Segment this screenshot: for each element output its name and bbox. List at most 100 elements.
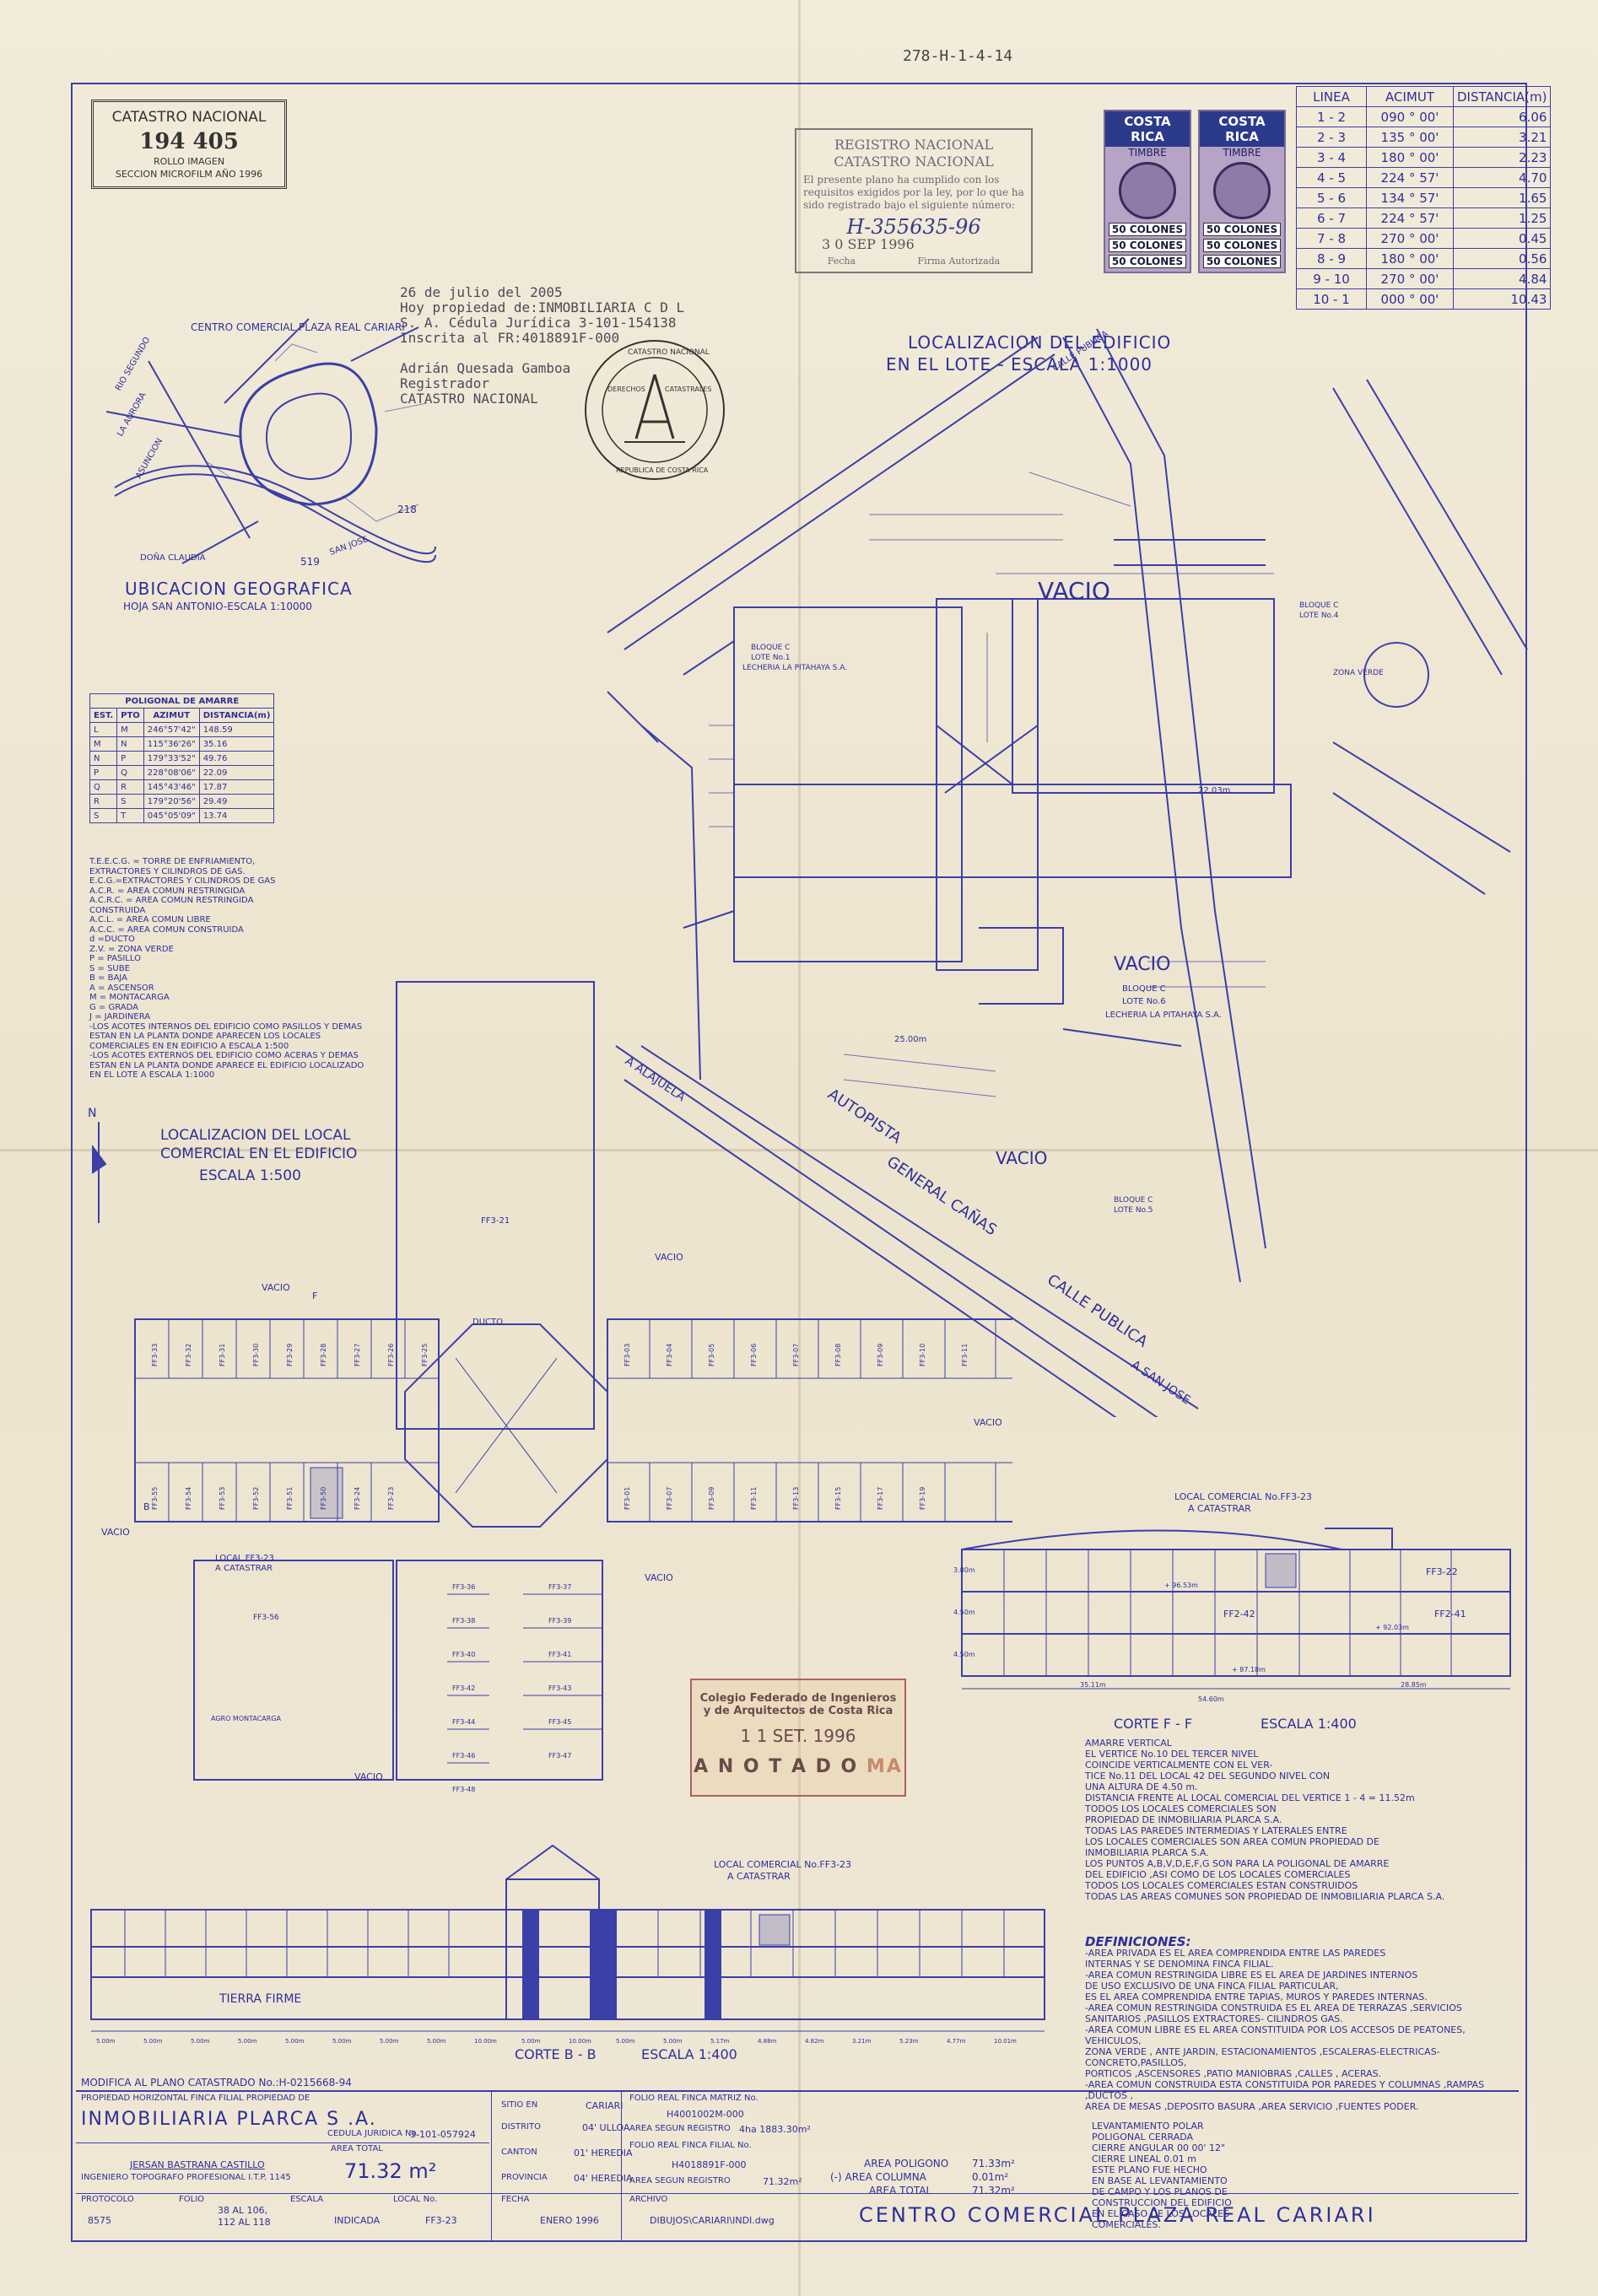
definition-line: -AREA COMUN RESTRINGIDA CONSTRUIDA ES EL… xyxy=(1085,2002,1462,2013)
legend-line: COMERCIALES EN EN EDIFICIO A ESCALA 1:50… xyxy=(89,1041,289,1051)
vacio-label: VACIO xyxy=(354,1771,383,1782)
plan-unit-label: FF3-07 xyxy=(666,1487,673,1510)
stamp-country: COSTA RICA xyxy=(1105,111,1190,147)
dim-label: 54.60m xyxy=(1198,1695,1224,1703)
table-cell: 0.45 xyxy=(1452,228,1552,249)
site-label: BLOQUE C xyxy=(1114,1196,1153,1205)
section-ff-scale: ESCALA 1:400 xyxy=(1261,1716,1357,1732)
table-cell: 10 - 1 xyxy=(1296,288,1367,310)
distrito-label: DISTRITO xyxy=(501,2122,541,2132)
table-cell: 17.87 xyxy=(198,779,275,795)
plan-unit-label: FF3-32 xyxy=(185,1344,192,1366)
table-header: AZIMUT xyxy=(143,708,200,723)
stamp-value: 50 COLONES xyxy=(1109,255,1186,268)
table-cell: S xyxy=(116,794,144,809)
escala-value: INDICADA xyxy=(334,2215,381,2226)
table-cell: 134 ° 57' xyxy=(1366,187,1454,208)
dim-label: 4.82m xyxy=(805,2038,824,2045)
plan-unit-label: FF3-40 xyxy=(452,1651,475,1658)
legend-line: ESTAN EN LA PLANTA DONDE APARECE EL EDIF… xyxy=(89,1060,364,1070)
table-cell: 1.65 xyxy=(1452,187,1552,208)
registro-foot-firma: Firma Autorizada xyxy=(917,256,1001,267)
sheet-code: 278-H-1-4-14 xyxy=(903,47,1013,65)
plan-unit-label: FF3-47 xyxy=(548,1752,571,1760)
polar-line: EN BASE AL LEVANTAMIENTO xyxy=(1092,2175,1228,2186)
legend-line: Z.V. = ZONA VERDE xyxy=(89,944,174,954)
plan-unit-label: FF3-42 xyxy=(452,1684,475,1692)
protocolo-label: PROTOCOLO xyxy=(81,2195,134,2204)
plan-unit-label: FF3-07 xyxy=(792,1344,800,1366)
dim-label: 4.50m xyxy=(953,1651,975,1658)
section-mark: B xyxy=(143,1501,150,1512)
drawing-frame xyxy=(71,83,1527,2242)
note-line: EL VERTICE No.10 DEL TERCER NIVEL xyxy=(1085,1749,1259,1760)
site-label: BLOQUE C xyxy=(1122,984,1166,994)
engineer-name: JERSAN BASTRANA CASTILLO xyxy=(130,2159,265,2170)
map-label: ASUNCION xyxy=(134,437,165,481)
note-line: LOS LOCALES COMERCIALES SON AREA COMUN P… xyxy=(1085,1836,1379,1847)
area-registro2-value: 71.32m² xyxy=(763,2176,802,2187)
section-mark: F xyxy=(312,1291,317,1302)
registro-number: H-355635-96 xyxy=(846,215,981,239)
floor-plan-scale: ESCALA 1:500 xyxy=(199,1167,301,1184)
vacio-label: VACIO xyxy=(262,1282,290,1293)
plan-unit-label: FF3-09 xyxy=(877,1344,884,1366)
engineer-title: INGENIERO TOPOGRAFO PROFESIONAL I.T.P. 1… xyxy=(81,2173,291,2182)
map-label: 519 xyxy=(300,556,320,568)
table-cell: T xyxy=(116,808,144,823)
legend-line: ESTAN EN LA PLANTA DONDE APARECEN LOS LO… xyxy=(89,1032,321,1041)
polar-line: ESTE PLANO FUE HECHO xyxy=(1092,2164,1207,2175)
table-cell: 179°20'56" xyxy=(143,794,200,809)
catastro-stamp: CATASTRO NACIONAL 194 405 ROLLO IMAGEN S… xyxy=(91,100,287,189)
polar-line: COMERCIALES. xyxy=(1092,2219,1161,2230)
abbreviation-legend: T.E.E.C.G. = TORRE DE ENFRIAMIENTO,EXTRA… xyxy=(89,857,427,1081)
site-label: LECHERIA LA PITAHAYA S.A. xyxy=(742,664,847,672)
registro-subtitle: CATASTRO NACIONAL xyxy=(834,154,994,170)
note-line: TICE No.11 DEL LOCAL 42 DEL SEGUNDO NIVE… xyxy=(1085,1771,1331,1781)
definitions-block: DEFINICIONES: -AREA PRIVADA ES EL AREA C… xyxy=(1085,1936,1515,2231)
dim-label: 5.00m xyxy=(285,2038,305,2045)
site-label: LOTE No.4 xyxy=(1299,612,1339,620)
plan-unit-label: FF3-23 xyxy=(387,1487,395,1510)
site-label: LOTE No.6 xyxy=(1122,997,1166,1006)
table-cell: M xyxy=(89,736,118,752)
area-poligono-label: AREA POLIGONO xyxy=(864,2158,949,2169)
fold-line xyxy=(0,1149,1598,1151)
table-cell: 2 - 3 xyxy=(1296,127,1367,148)
site-label: VACIO xyxy=(1038,577,1110,605)
ducto-label: DUCTO xyxy=(472,1318,503,1327)
table-cell: 7 - 8 xyxy=(1296,228,1367,249)
fecha-value: ENERO 1996 xyxy=(540,2215,599,2226)
plan-unit-label: FF3-24 xyxy=(354,1487,361,1510)
note-line: AMARRE VERTICAL xyxy=(1085,1738,1172,1749)
table-cell: 2.23 xyxy=(1452,147,1552,168)
legend-line: E.C.G.=EXTRACTORES Y CILINDROS DE GAS xyxy=(89,876,276,886)
colegio-suffix: MA xyxy=(866,1756,903,1777)
sitio-value: CARIARI xyxy=(586,2100,624,2111)
table-cell: 8 - 9 xyxy=(1296,248,1367,269)
area-total2-label: AREA TOTAL xyxy=(869,2185,932,2196)
colegio-line: Colegio Federado de Ingenieros xyxy=(699,1692,897,1705)
table-cell: 49.76 xyxy=(198,751,275,766)
owner-name: INMOBILIARIA PLARCA S .A. xyxy=(81,2109,377,2130)
table-cell: 6 - 7 xyxy=(1296,208,1367,229)
plan-unit-label: FF3-28 xyxy=(320,1344,327,1366)
table-cell: 000 ° 00' xyxy=(1366,288,1454,310)
dim-label: 10.00m xyxy=(474,2038,497,2045)
seal-text: REPUBLICA DE COSTA RICA xyxy=(616,466,709,474)
table-header: ACIMUT xyxy=(1366,86,1454,107)
plan-unit-label: FF3-05 xyxy=(708,1344,715,1366)
polar-line: DE CAMPO Y LOS PLANOS DE xyxy=(1092,2186,1228,2197)
stamp-label: TIMBRE xyxy=(1223,147,1261,159)
section-bb-scale: ESCALA 1:400 xyxy=(641,2046,737,2062)
table-cell: 10.43 xyxy=(1452,288,1552,310)
note-line: TODAS LAS PAREDES INTERMEDIAS Y LATERALE… xyxy=(1085,1825,1347,1836)
site-label: 22.03m xyxy=(1198,786,1230,795)
location-map: CENTRO COMERCIAL PLAZA REAL CARIARI RIO … xyxy=(105,318,436,568)
plan-unit-label: FF3-04 xyxy=(666,1344,673,1366)
